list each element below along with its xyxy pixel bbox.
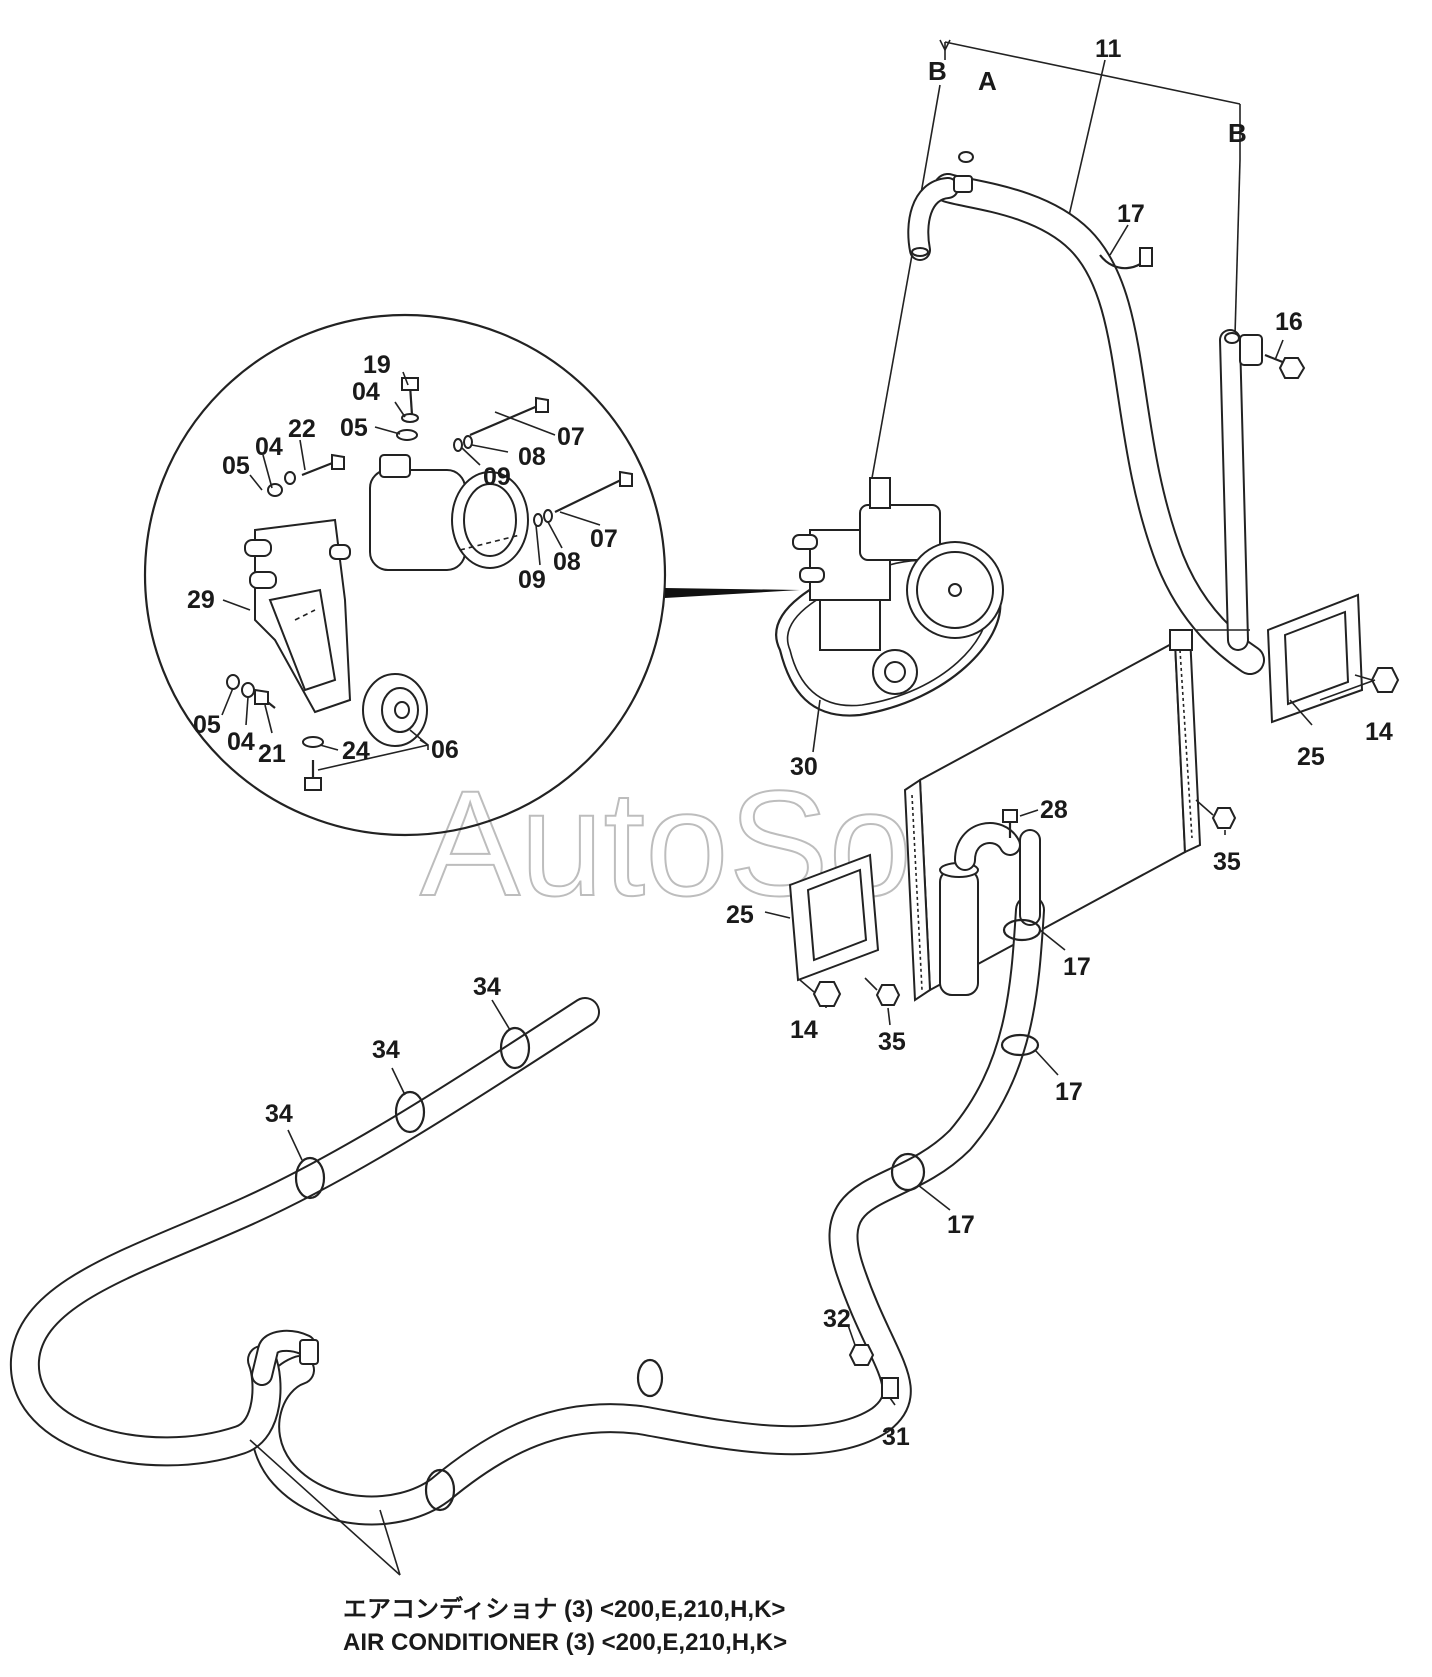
bolt-28 (1002, 809, 1018, 823)
bolt-35-left (875, 984, 901, 1006)
callout-09: 09 (518, 566, 546, 594)
lower-hose-left (9, 997, 600, 1467)
callout-34: 34 (372, 1036, 400, 1064)
bolt-14-left (812, 981, 842, 1007)
hose-clamp-mid (636, 1358, 664, 1398)
callout-08: 08 (518, 443, 546, 471)
callout-14: 14 (790, 1016, 818, 1044)
callout-09: 09 (483, 463, 511, 491)
compressor-body (369, 469, 466, 571)
callout-08: 08 (553, 548, 581, 576)
callout-19: 19 (363, 351, 391, 379)
hose-clamp-low (424, 1468, 456, 1512)
callout-34: 34 (265, 1100, 293, 1128)
callout-34: 34 (473, 973, 501, 1001)
callout-17: 17 (1117, 200, 1145, 228)
watermark: AutoSoft (420, 759, 995, 927)
callout-17: 17 (947, 1211, 975, 1239)
clamp-tab (1139, 247, 1153, 267)
clamp-17-c (1000, 1033, 1040, 1057)
detail-boundary (143, 313, 667, 837)
clamp-34-2 (394, 1090, 426, 1134)
o-ring (911, 247, 929, 257)
callout-21: 21 (258, 740, 286, 768)
detail-pointer (665, 588, 800, 598)
callout-22: 22 (288, 415, 316, 443)
leader-lines (221, 224, 1376, 1576)
callout-06: 06 (431, 736, 459, 764)
caption-japanese: エアコンディショナ (3) <200,E,210,H,K> (343, 1595, 785, 1623)
section-letter-a: A (978, 66, 997, 96)
section-letter-b-left: B (928, 56, 947, 86)
o-ring (958, 151, 974, 163)
o-ring (1224, 332, 1240, 344)
hose-clamps-lower (294, 918, 1042, 1512)
callout-32: 32 (823, 1305, 851, 1333)
callout-07: 07 (590, 525, 618, 553)
callout-25: 25 (1297, 743, 1325, 771)
fitting (869, 477, 891, 509)
callout-11: 11 (1095, 35, 1122, 63)
bolt-14-right (1370, 667, 1400, 693)
bolt-16 (1264, 353, 1306, 379)
callout-28: 28 (1040, 796, 1068, 824)
callout-05: 05 (222, 452, 250, 480)
callout-04: 04 (352, 378, 380, 406)
callout-07: 07 (557, 423, 585, 451)
receiver-drier (939, 869, 979, 996)
callout-04: 04 (255, 433, 283, 461)
callouts: 11 17 16 19 04 05 07 22 04 05 09 08 09 0… (187, 35, 1393, 1451)
clamp-31 (881, 1377, 899, 1399)
callout-05: 05 (193, 711, 221, 739)
hose-fitting (1239, 334, 1263, 366)
fitting (953, 175, 973, 193)
callout-35: 35 (1213, 848, 1241, 876)
condenser-assembly (788, 593, 1400, 1007)
caption-english: AIR CONDITIONER (3) <200,E,210,H,K> (343, 1629, 787, 1656)
callout-29: 29 (187, 586, 215, 614)
callout-04: 04 (227, 728, 255, 756)
callout-24: 24 (342, 737, 370, 765)
callout-25: 25 (726, 901, 754, 929)
bolt-35-right (1211, 807, 1237, 829)
clamp-34-1 (294, 1156, 326, 1200)
detail-circle (143, 313, 800, 837)
clamp-17-d (890, 1152, 926, 1192)
compressor-assembly (774, 254, 1004, 717)
condenser-top-cap (1169, 629, 1193, 651)
section-letter-b-right: B (1228, 118, 1247, 148)
callout-05: 05 (340, 414, 368, 442)
upper-hose (907, 151, 1265, 675)
callout-17: 17 (1063, 953, 1091, 981)
section-bracket (911, 39, 1241, 336)
callout-17: 17 (1055, 1078, 1083, 1106)
callout-35: 35 (878, 1028, 906, 1056)
bolt-32 (848, 1344, 875, 1366)
callout-16: 16 (1275, 308, 1303, 336)
callout-30: 30 (790, 753, 818, 781)
callout-14: 14 (1365, 718, 1393, 746)
callout-31: 31 (882, 1423, 910, 1451)
lower-hose-main (250, 829, 1045, 1526)
hose-fitting (299, 1339, 319, 1365)
clamp-34-3 (499, 1026, 531, 1070)
